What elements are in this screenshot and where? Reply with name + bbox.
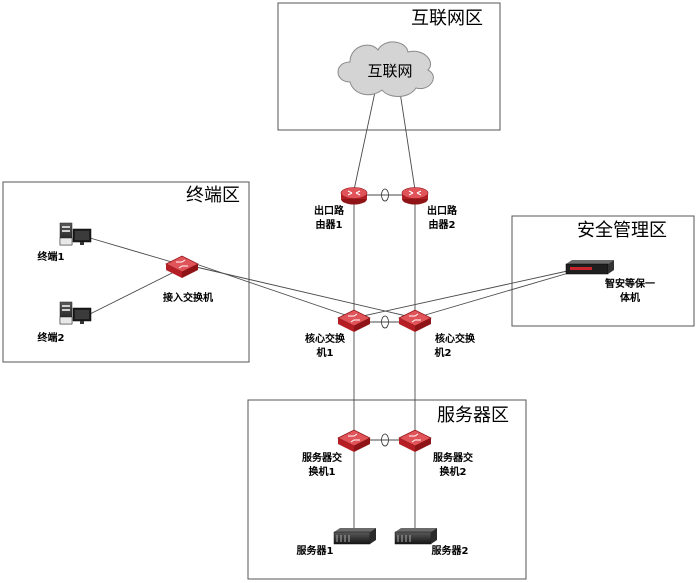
security-appliance: 智安等保一 体机 [565,260,655,304]
switch-icon [165,255,199,279]
security-zone-title: 安全管理区 [577,220,667,241]
link-cloud-router1 [353,91,376,191]
server2-label: 服务器2 [432,544,469,557]
link-appliance-core2 [414,271,573,319]
loop-mark-router [381,188,389,202]
terminal-zone-title: 终端区 [186,185,240,206]
terminal-zone-border [2,181,250,363]
cloud-icon [337,41,434,97]
server-2: 服务器2 [394,527,469,557]
router2-label-line2: 由器2 [429,218,456,231]
access-switch-label: 接入交换机 [163,291,213,304]
loop-mark-server-switch [381,433,389,447]
desktop-computer-icon [59,301,92,325]
router1-label-line1: 出口路 [314,204,345,217]
exit-router-1: 出口路 由器1 [314,186,368,231]
redundancy-marks [381,188,389,447]
internet-zone-border [277,2,501,131]
switch-icon [398,429,432,453]
router2-label-line1: 出口路 [427,204,458,217]
network-links [89,91,573,530]
link-terminal2-access [89,267,183,315]
cloud-label: 互联网 [367,62,412,80]
desktop-computer-icon [59,222,92,246]
server1-label: 服务器1 [297,544,334,557]
router-icon [340,186,368,206]
appliance-label-line2: 体机 [620,291,640,304]
security-zone: 安全管理区 [511,215,695,327]
terminal-1: 终端1 [38,222,92,263]
rack-server-icon [394,527,438,545]
rack-server-icon [333,527,377,545]
server-switch2-label-line1: 服务器交 [433,451,473,464]
appliance-label-line1: 智安等保一 [605,277,655,290]
terminal2-label: 终端2 [38,331,65,344]
switch-icon [337,429,371,453]
terminal-2: 终端2 [38,301,92,344]
server-zone-title: 服务器区 [437,405,509,426]
link-cloud-router2 [399,91,416,191]
appliance-icon [565,260,614,275]
internet-zone-title: 互联网区 [411,8,483,29]
core-switch-2: 核心交换 机2 [398,309,476,359]
security-zone-border [511,215,695,327]
access-switch: 接入交换机 [163,255,213,304]
terminal1-label: 终端1 [38,250,65,263]
core2-label-line2: 机2 [435,346,452,359]
link-access-core2 [195,266,416,319]
internet-cloud: 互联网 [337,41,434,97]
router1-label-line2: 由器1 [316,218,343,231]
loop-mark-core [381,315,389,329]
link-appliance-core1 [353,269,573,319]
server-switch-2: 服务器交 换机2 [398,429,473,478]
link-terminal1-access [89,237,183,266]
server-zone: 服务器区 [247,399,527,580]
server-switch1-label-line2: 换机1 [309,465,336,478]
server-switch1-label-line1: 服务器交 [302,451,342,464]
server-zone-border [247,399,527,580]
core-switch-1: 核心交换 机1 [305,309,371,359]
router-icon [401,186,429,206]
switch-icon [398,309,432,333]
switch-icon [337,309,371,333]
server-switch-1: 服务器交 换机1 [302,429,371,478]
internet-zone: 互联网区 [277,2,501,131]
core1-label-line1: 核心交换 [305,332,346,345]
server-1: 服务器1 [297,527,377,557]
core2-label-line1: 核心交换 [435,332,476,345]
terminal-zone: 终端区 [2,181,250,363]
exit-router-2: 出口路 由器2 [401,186,458,231]
server-switch2-label-line2: 换机2 [440,465,467,478]
core1-label-line2: 机1 [317,346,334,359]
